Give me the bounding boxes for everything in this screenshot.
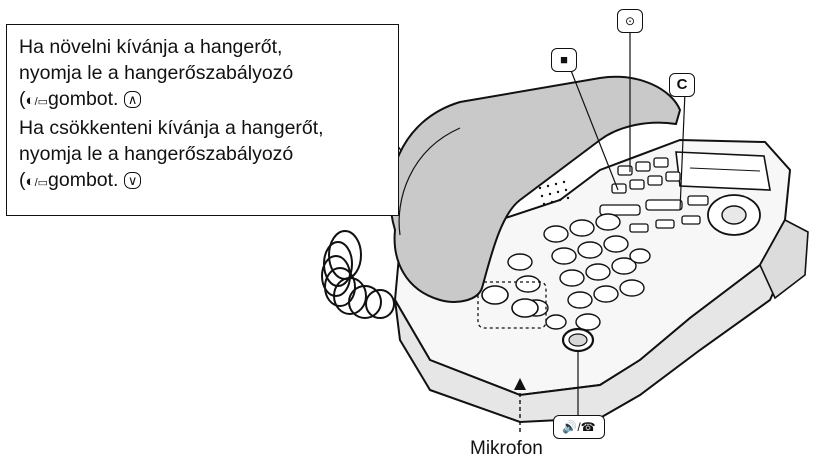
volume-up-key-label: ∧ xyxy=(123,91,142,108)
clear-icon: C xyxy=(676,76,688,93)
handset xyxy=(389,75,682,303)
clear-button[interactable]: C xyxy=(669,73,695,97)
callout-line-3: (◐/▭gombot. ∧ xyxy=(19,86,386,115)
callout-line-2: nyomja le a hangerőszabályozó xyxy=(19,62,294,84)
volume-up-key xyxy=(481,285,509,305)
microphone-label: Mikrofon xyxy=(470,438,543,459)
phone-base-right xyxy=(759,218,809,300)
function-buttons xyxy=(599,157,709,233)
speakerphone-button[interactable]: 🔊/☎ xyxy=(553,415,605,439)
volume-down-key xyxy=(511,298,539,318)
callout-line-1: Ha növelni kívánja a hangerőt, xyxy=(19,36,283,58)
message-icon: ⊙ xyxy=(617,9,643,33)
handset-icon: /▭ xyxy=(34,96,49,108)
stop-icon: ■ xyxy=(560,52,568,67)
callout-line-4: Ha csökkenteni kívánja a hangerőt, xyxy=(19,117,324,139)
instruction-callout: Ha növelni kívánja a hangerőt, nyomja le… xyxy=(6,24,399,216)
handset-icon: /▭ xyxy=(34,177,49,189)
volume-down-key-label: ∨ xyxy=(123,172,142,189)
coiled-cord xyxy=(321,230,395,319)
keypad xyxy=(507,213,651,331)
callout-line-6: (◐/▭gombot. ∨ xyxy=(19,167,386,196)
speaker-icon: ◐ xyxy=(25,92,35,109)
speaker-handset-icon: 🔊/☎ xyxy=(562,420,596,434)
stop-button[interactable]: ■ xyxy=(551,48,577,72)
callout-line-5: nyomja le a hangerőszabályozó xyxy=(19,143,294,165)
speaker-grille xyxy=(538,180,570,206)
speaker-icon: ◐ xyxy=(25,173,35,190)
